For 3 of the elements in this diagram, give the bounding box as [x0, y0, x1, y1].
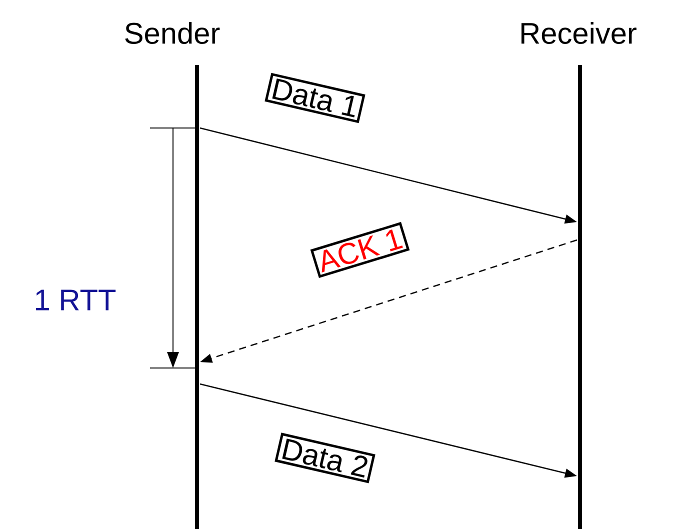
edge-label: Data 2: [274, 432, 376, 484]
lifeline-label: Sender: [125, 22, 220, 44]
lifeline-label: Receiver: [522, 22, 636, 44]
